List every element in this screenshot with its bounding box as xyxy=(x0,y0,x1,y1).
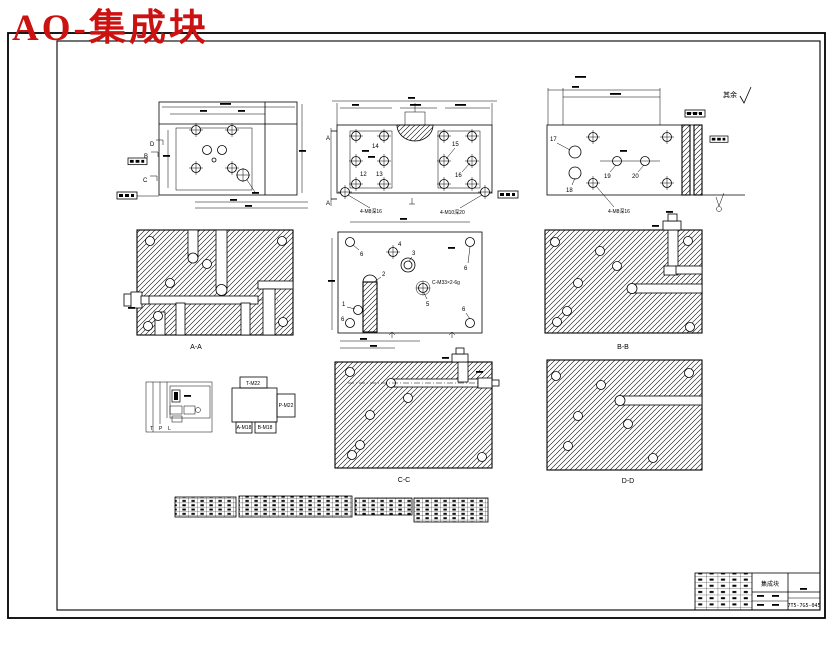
cut-label-c: C xyxy=(143,178,148,184)
balloon-5: 5 xyxy=(426,302,430,308)
section-label-bb: B-B xyxy=(617,344,629,351)
balloon-6a: 6 xyxy=(360,252,364,258)
finish-note-text: 其余 xyxy=(723,90,737,99)
balloon-6c: 6 xyxy=(341,317,345,323)
port-label-box xyxy=(709,135,729,143)
roughness-symbol xyxy=(715,192,725,212)
front-left-holes: 12 13 14 xyxy=(348,128,393,192)
bottom-thread-note: C-M33×2-6g xyxy=(432,280,460,286)
section-cc: C-C xyxy=(334,347,500,484)
balloon-1: 1 xyxy=(342,302,346,308)
sheet-border xyxy=(7,32,826,619)
dd-channels xyxy=(614,395,703,406)
bb-top-fitting xyxy=(652,211,682,231)
bottom-dimensions xyxy=(328,238,456,349)
side-view: 17 18 19 20 4-M8深16 xyxy=(546,76,745,215)
balloon-3: 3 xyxy=(412,251,416,257)
bottom-features xyxy=(353,244,431,333)
front-note-left: 4-M8深16 xyxy=(360,208,382,215)
cc-top-fitting xyxy=(442,347,469,363)
port-label-box xyxy=(127,157,148,166)
port-label-box xyxy=(116,191,138,200)
cut-label-b: B xyxy=(144,154,148,160)
section-dd: D-D xyxy=(546,359,703,485)
hole-table-3 xyxy=(354,497,413,516)
front-right-holes: 15 16 xyxy=(436,128,481,192)
balloon-15: 15 xyxy=(452,142,459,148)
balloon-4: 4 xyxy=(398,242,402,248)
plan-cut-labels: D B C xyxy=(116,139,164,200)
title-block: 集成块 7T5-7G5-045 xyxy=(694,572,821,611)
section-label-aa: A-A xyxy=(190,344,202,351)
port-t: T xyxy=(150,426,153,432)
bottom-view: 6 6 6 6 4 3 5 2 1 xyxy=(328,218,483,349)
port-p: P xyxy=(159,426,163,432)
hookup-diagram: T-M22 P-M22 A-M18 B-M18 xyxy=(231,376,296,434)
plan-view: D B C xyxy=(116,101,308,209)
side-holes xyxy=(568,129,675,191)
balloon-2: 2 xyxy=(382,272,386,278)
balloon-6b: 6 xyxy=(464,266,468,272)
balloon-13: 13 xyxy=(376,172,383,178)
front-view: A A xyxy=(326,97,519,216)
section-aa: A-A xyxy=(123,229,294,351)
balloon-18: 18 xyxy=(566,188,573,194)
port-l: L xyxy=(168,426,171,432)
aa-left-fitting xyxy=(123,291,150,309)
section-bb: B-B xyxy=(544,211,703,351)
side-note: 4-M8深16 xyxy=(608,208,630,215)
balloon-20: 20 xyxy=(632,174,639,180)
front-note-right: 4-M10深20 xyxy=(440,209,465,216)
balloon-17: 17 xyxy=(550,137,557,143)
surface-finish-note: 其余 xyxy=(723,86,752,104)
bb-channels xyxy=(626,229,703,294)
cut-label-a-bottom: A xyxy=(326,201,330,207)
drawing-number: 7T5-7G5-045 xyxy=(787,603,820,609)
front-notch xyxy=(396,124,434,142)
front-dimensions xyxy=(332,97,497,125)
balloon-19: 19 xyxy=(604,174,611,180)
cut-label-d: D xyxy=(150,142,155,148)
hydraulic-schematic: T P L xyxy=(145,381,213,433)
roughness-icon xyxy=(739,86,752,104)
hole-data-tables xyxy=(174,495,489,523)
side-dimensions xyxy=(547,76,661,125)
hole-table-1 xyxy=(174,496,237,518)
balloon-12: 12 xyxy=(360,172,367,178)
drawing-title: AO-集成块 xyxy=(12,8,209,49)
plan-holes xyxy=(188,122,259,194)
hookup-br-label: B-M18 xyxy=(258,425,273,431)
cc-right-fitting xyxy=(476,371,500,389)
balloon-6d: 6 xyxy=(462,307,466,313)
cc-channels xyxy=(348,361,479,388)
hookup-right-label: P-M22 xyxy=(279,403,294,409)
balloon-16: 16 xyxy=(455,173,462,179)
plan-dimensions xyxy=(162,103,308,209)
hookup-top-label: T-M22 xyxy=(246,381,260,387)
section-label-dd: D-D xyxy=(622,478,634,485)
aa-channels xyxy=(147,229,294,336)
hookup-bl-label: A-M18 xyxy=(237,425,252,431)
part-name: 集成块 xyxy=(761,580,779,588)
port-label-box xyxy=(497,190,519,199)
hole-table-4 xyxy=(413,497,489,523)
cut-label-a-top: A xyxy=(326,136,330,142)
section-label-cc: C-C xyxy=(398,477,410,484)
hole-table-2 xyxy=(238,495,353,518)
port-label-box xyxy=(684,109,706,118)
balloon-14: 14 xyxy=(372,144,379,150)
